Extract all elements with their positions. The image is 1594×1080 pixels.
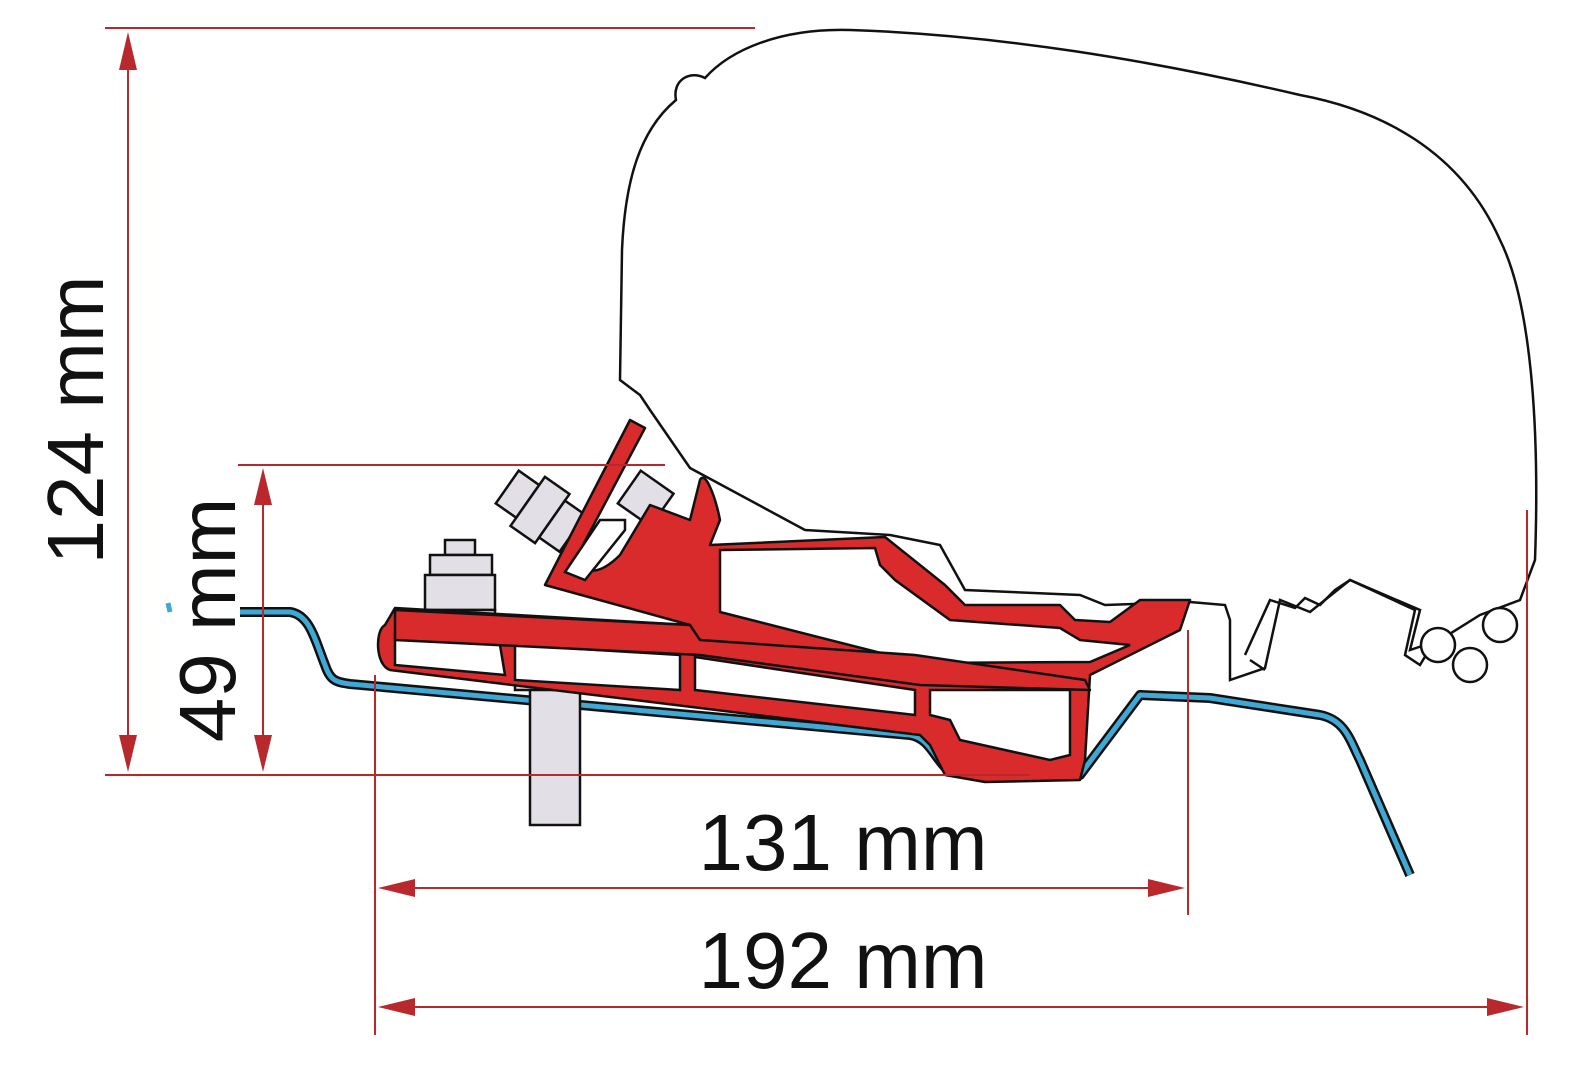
arrow-right-icon (1487, 998, 1524, 1016)
arrow-up-icon (119, 32, 137, 70)
vehicle-roof-profile (165, 602, 1415, 877)
arrow-left-icon (378, 998, 415, 1016)
dimension-arrows (119, 32, 1524, 1016)
arrow-up-icon (254, 468, 272, 505)
height-total-label: 124 mm (31, 276, 120, 565)
adapter-bracket (376, 418, 1192, 784)
cassette-round-slot (1481, 606, 1519, 644)
width-bracket-label: 131 mm (699, 798, 988, 887)
angled-bolt (494, 468, 676, 554)
cassette-profile-slots (1243, 578, 1437, 672)
cassette-round-slot (1451, 646, 1489, 684)
arrow-left-icon (378, 879, 415, 897)
height-bracket-label: 49 mm (163, 498, 252, 743)
dimension-lines (105, 27, 1528, 1035)
awning-cassette (618, 28, 1538, 682)
arrow-down-icon (119, 735, 137, 772)
arrow-right-icon (1148, 879, 1185, 897)
width-total-label: 192 mm (699, 916, 988, 1005)
cassette-round-slot (1419, 626, 1457, 664)
arrow-down-icon (254, 735, 272, 772)
